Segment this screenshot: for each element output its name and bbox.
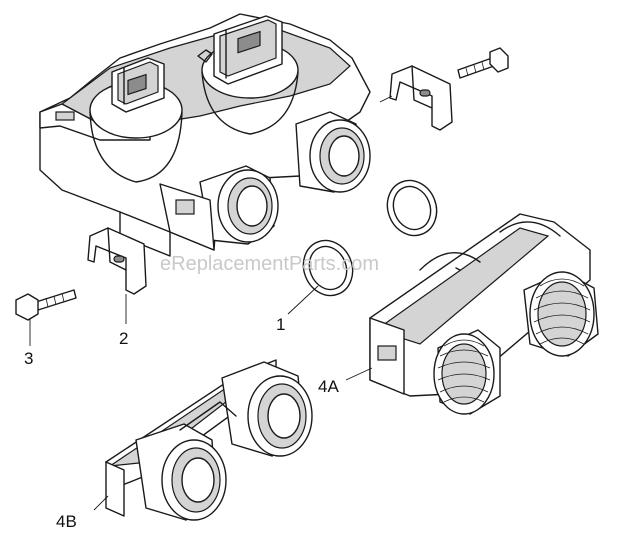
clip-part-2 [87,227,147,295]
bolt-upper [457,47,509,79]
o-ring-lower [302,239,354,297]
body-port-lower [199,165,279,245]
thread-port-rear [523,271,599,357]
bolt-part-3 [15,289,77,321]
sweat-adapter-4b [105,359,313,521]
callout-part-3: 3 [24,349,33,368]
thread-port-front [433,329,501,415]
leader-part-1 [287,285,319,315]
callout-part-4a: 4A [318,377,339,396]
callout-part-4b: 4B [56,512,77,531]
threaded-adapter-4a [369,213,599,415]
sleeve-rear [221,361,313,457]
valve-body [39,13,371,257]
o-ring-upper [386,179,438,237]
callout-part-1: 1 [276,315,285,334]
callout-part-2: 2 [119,329,128,348]
watermark: eReplacementParts.com [160,253,379,275]
clip-upper [379,65,453,131]
leader-part-4b [93,495,109,511]
leader-part-4a [345,367,373,381]
connector-right [213,15,283,85]
body-port-upper [295,111,371,193]
sleeve-front [135,423,227,521]
connector-left [111,57,165,113]
